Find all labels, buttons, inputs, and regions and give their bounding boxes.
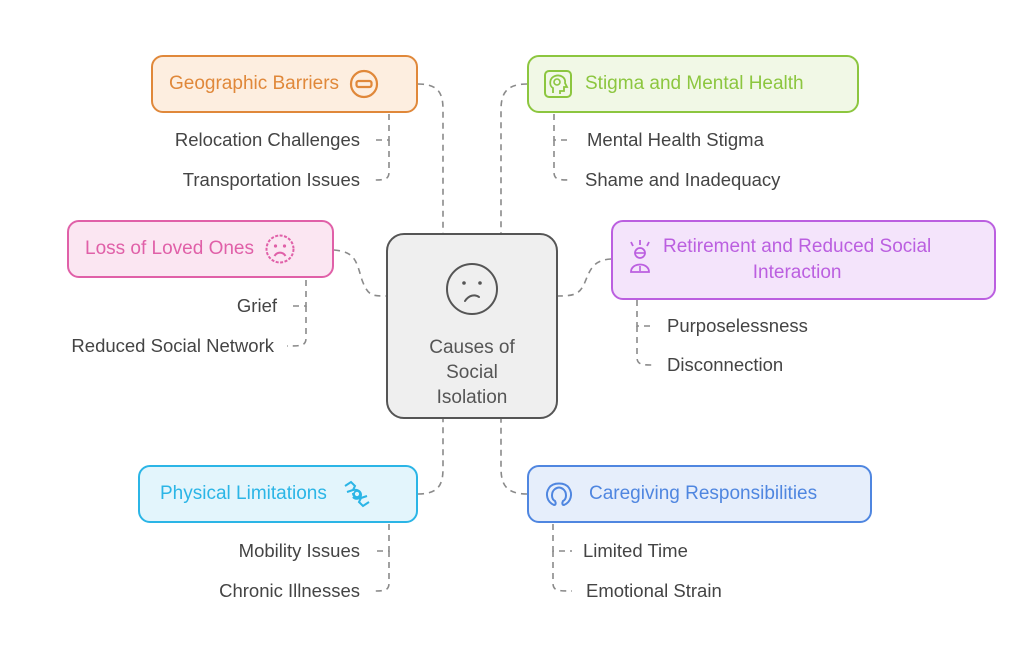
leaf-item: Transportation Issues [182,169,360,190]
connector-stigma [500,83,528,233]
central-topic-title: Causes of Social Isolation [429,335,515,410]
branch-label-line: Retirement and Reduced Social [663,236,932,257]
leaf-item: Chronic Illnesses [219,580,360,601]
branch-label: Geographic Barriers [169,73,340,94]
leaf-item: Relocation Challenges [174,129,360,150]
branch-physical-limitations[interactable]: Physical Limitations [138,465,418,523]
connector-loss [333,249,387,297]
connector-physical [417,419,444,495]
branch-label: Caregiving Responsibilities [589,483,818,504]
title-line: Isolation [436,387,508,408]
leaf-item: Grief [236,295,277,316]
branch-geographic-barriers[interactable]: Geographic Barriers [151,55,418,113]
branch-loss-of-loved-ones[interactable]: Loss of Loved Ones [67,220,334,278]
sad-face-icon [264,233,296,265]
title-line: Social [446,362,498,383]
connector-geographic [417,83,444,233]
frowning-face-icon [444,261,500,317]
caregiving-loop-icon [543,478,575,510]
leaf-item: Purposelessness [667,315,808,336]
sign-language-icon [341,478,373,510]
branch-label: Physical Limitations [160,483,327,504]
leaf-item: Shame and Inadequacy [585,169,781,190]
central-topic-node[interactable]: Causes of Social Isolation [386,233,558,419]
branch-retirement-reduced-interaction[interactable]: Retirement and Reduced Social Interactio… [611,220,996,300]
branch-stigma-mental-health[interactable]: Stigma and Mental Health [527,55,859,113]
branch-caregiving-responsibilities[interactable]: Caregiving Responsibilities [527,465,872,523]
branch-label: Stigma and Mental Health [585,73,804,94]
branch-label: Loss of Loved Ones [85,238,254,259]
leaf-item: Mobility Issues [238,540,360,561]
head-brain-icon [543,69,573,99]
title-line: Causes of [429,337,515,358]
connector-caregiving [500,419,528,495]
leaf-item: Reduced Social Network [71,335,274,356]
leaf-item: Emotional Strain [586,580,722,601]
minus-circle-icon [349,69,379,99]
leaf-item: Limited Time [583,540,688,561]
stressed-person-icon [627,238,653,278]
leaf-item: Disconnection [667,354,784,375]
branch-label-line: Interaction [752,262,842,283]
branch-label: Retirement and Reduced Social Interactio… [663,234,931,286]
connector-retirement [557,258,612,297]
leaf-item: Mental Health Stigma [587,129,764,150]
